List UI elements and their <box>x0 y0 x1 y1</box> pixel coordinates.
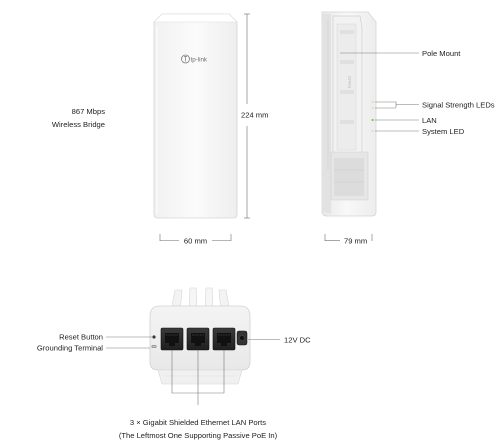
side-leds <box>371 101 374 132</box>
ports-caption-line1: 3 × Gigabit Shielded Ethernet LAN Ports <box>130 418 266 427</box>
side-bottom-cover <box>330 151 369 201</box>
front-top-bevel <box>153 13 238 23</box>
reset-button[interactable] <box>152 335 156 339</box>
ethernet-port-3[interactable] <box>212 327 236 351</box>
pole-mount-label: Pole Mount <box>422 49 461 58</box>
reset-button-label: Reset Button <box>59 333 103 342</box>
height-dimension: 224 mm <box>241 13 268 219</box>
system-led <box>371 130 374 132</box>
grounding-terminal-label: Grounding Terminal <box>37 344 103 353</box>
svg-text:OPEN: OPEN <box>347 76 352 89</box>
ethernet-port-2[interactable] <box>186 327 210 351</box>
grounding-terminal <box>151 345 157 348</box>
tp-link-logo: tp-link <box>181 54 208 64</box>
lan-label: LAN <box>422 116 437 125</box>
power-dc-label: 12V DC <box>284 336 311 345</box>
width-dim-label: 60 mm <box>184 237 207 246</box>
pole-mount-bracket: OPEN <box>327 15 363 170</box>
ports-caption-line2: (The Leftmost One Supporting Passive PoE… <box>119 431 278 440</box>
width-dimension: 60 mm <box>159 234 232 246</box>
front-view: tp-link <box>153 13 238 219</box>
signal-leds-label: Signal Strength LEDs <box>422 101 495 110</box>
product-label: Wireless Bridge <box>52 120 105 129</box>
system-led-label: System LED <box>422 127 465 136</box>
brand-logo-text: tp-link <box>191 56 208 63</box>
signal-led-1 <box>371 101 374 103</box>
bottom-view <box>149 287 251 385</box>
bottom-skirt <box>157 369 243 385</box>
speed-label: 867 Mbps <box>72 107 106 116</box>
depth-dim-label: 79 mm <box>344 237 367 246</box>
side-view: OPEN <box>321 11 377 217</box>
bottom-callouts: Reset Button Grounding Terminal 12V DC 3… <box>37 333 311 441</box>
front-device-body <box>153 13 238 219</box>
side-callouts: Pole Mount Signal Strength LEDs LAN Syst… <box>340 49 495 136</box>
dc-power-jack[interactable] <box>236 330 248 346</box>
ethernet-port-1[interactable] <box>160 327 184 351</box>
signal-led-2 <box>371 107 374 109</box>
height-dim-label: 224 mm <box>241 111 268 120</box>
depth-dimension: 79 mm <box>324 234 373 246</box>
side-back-face <box>322 14 331 214</box>
lan-led <box>371 119 374 121</box>
